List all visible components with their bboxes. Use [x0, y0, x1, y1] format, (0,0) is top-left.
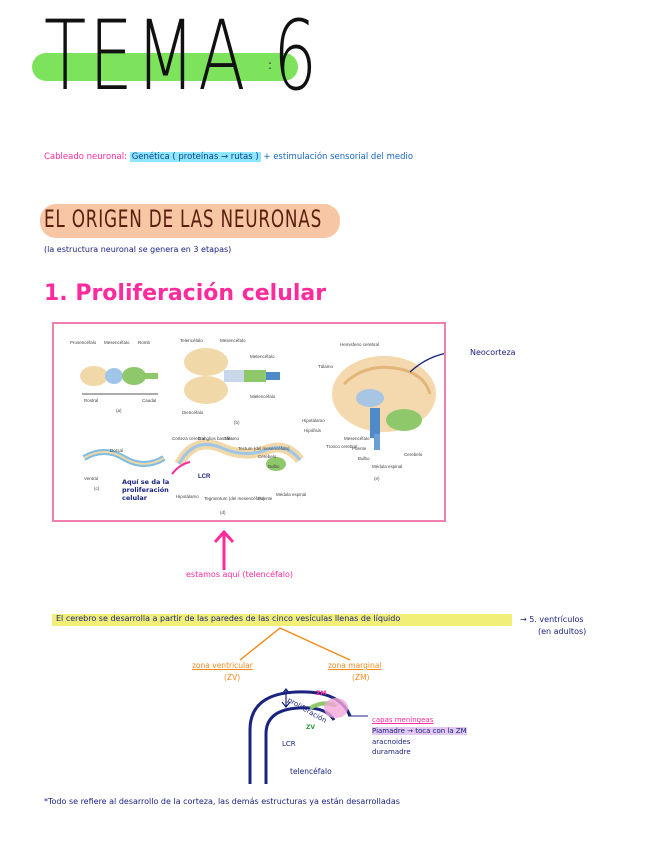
fig-label-mesencefalo-e: Mesencéfalo: [344, 436, 370, 441]
ventriculos-line1: → 5. ventrículos: [520, 615, 584, 624]
cableado-label: Cableado neuronal:: [44, 152, 127, 162]
cableado-line: Cableado neuronal: Genética ( proteínas …: [44, 152, 413, 162]
title-colon: :: [268, 58, 273, 72]
cerebro-highlight: [52, 614, 512, 626]
zona-ventricular-label: zona ventricular: [192, 661, 253, 670]
fig-label-a: (a): [116, 408, 122, 413]
fig-label-tronco: Tronco cerebral: [326, 444, 358, 449]
fig-label-puente-d: Puente: [258, 496, 273, 501]
page-title: TEMA 6: [44, 0, 321, 112]
fig-label-b: (b): [234, 420, 240, 425]
section1-heading: 1. Proliferación celular: [44, 281, 327, 306]
telencefalo-diagram: [248, 688, 368, 784]
fig-label-d: (d): [220, 510, 226, 515]
fig-label-caudal: Caudal: [142, 398, 157, 403]
fig-label-tectum: Tectum (del mesencéfalo): [238, 446, 290, 451]
estamos-aqui-note: estamos aquí (telencéfalo): [186, 570, 294, 579]
fig-label-dorsal: Dorsal: [110, 448, 124, 453]
fig-label-diencefalo: Diencéfalo: [182, 410, 204, 415]
fig-label-talamo-d: Tálamo: [224, 436, 240, 441]
fig-label-e: (e): [374, 476, 380, 481]
genetica-text: Genética ( proteínas → rutas ): [129, 152, 261, 162]
fig-label-metencefalo: Metencéfalo: [250, 354, 275, 359]
fig-lcr: LCR: [198, 474, 211, 480]
fig-label-telencefalo-b: Telencéfalo: [180, 338, 203, 343]
diagram-lcr: LCR: [282, 740, 296, 748]
zona-marginal-abbr: (ZM): [352, 673, 370, 682]
fig-label-medula-d: Médula espinal: [276, 492, 307, 497]
cableado-rest: + estimulación sensorial del medio: [263, 152, 414, 162]
diagram-telencefalo: telencéfalo: [290, 767, 332, 776]
title-highlight: [32, 53, 298, 81]
capas-meningeas: capas meníngeas: [372, 716, 434, 724]
neocorteza-label: Neocorteza: [470, 348, 516, 357]
fig-label-tegmentum: Tegmentum (del mesencéfalo): [204, 496, 265, 501]
fig-label-mesencefalo-b: Mesencéfalo: [220, 338, 246, 343]
fig-label-hemisferio: Hemisferio cerebral: [340, 342, 380, 347]
fig-label-c: (c): [94, 486, 100, 491]
ventriculos-line2: (en adultos): [538, 627, 587, 636]
fig-label-bulbo-d: Bulbo: [268, 464, 280, 469]
fig-aqui-note: Aquí se da la proliferación celular: [122, 478, 170, 502]
zona-ventricular-abbr: (ZV): [224, 673, 241, 682]
fig-label-hipotalamo-e: Hipotálamo: [302, 418, 325, 423]
fig-label-cerebelo-d: Cerebelo: [258, 454, 277, 459]
fig-label-hipofisis: Hipófisis: [304, 428, 322, 433]
fig-label-hipotalamo-d: Hipotálamo: [176, 494, 199, 499]
piamadre-text: Piamadre → toca con la ZM: [372, 727, 467, 735]
fig-label-puente-e: Puente: [352, 446, 367, 451]
fig-label-corteza: Corteza cerebral: [172, 436, 206, 441]
fig-label-romb: Romb: [138, 340, 151, 345]
fig-label-bulbo-e: Bulbo: [358, 456, 370, 461]
fig-label-ganglios: Ganglios basales: [198, 436, 233, 441]
cerebro-sentence: El cerebro se desarrolla a partir de las…: [56, 614, 401, 623]
piamadre-note: Piamadre → toca con la ZM: [372, 727, 467, 735]
ventriculos-note: → 5. ventrículos (en adultos): [520, 614, 586, 638]
fig-label-talamo-e: Tálamo: [318, 364, 334, 369]
diagram-zv: ZV: [306, 724, 315, 731]
zona-marginal-label: zona marginal: [328, 661, 382, 670]
brain-figure-svg: [80, 348, 467, 475]
fig-label-cerebelo-e: Cerebelo: [404, 452, 423, 457]
fig-label-rostral: Rostral: [84, 398, 99, 403]
fig-label-medula-e: Médula espinal: [372, 464, 403, 469]
footer-note: *Todo se refiere al desarrollo de la cor…: [44, 797, 400, 806]
aracnoides-label: aracnoides: [372, 738, 411, 746]
origin-heading: EL ORIGEN DE LAS NEURONAS: [44, 205, 323, 233]
arrow-up-icon: [213, 529, 235, 570]
branch-lines: [239, 627, 351, 661]
origin-highlight: [40, 204, 340, 238]
fig-label-mesencefalo-a: Mesencéfalo: [104, 340, 130, 345]
fig-label-mielencefalo: Mielencéfalo: [250, 394, 276, 399]
fig-label-prosencefalo: Prosencéfalo: [70, 340, 97, 345]
diagram-zm: ZM: [316, 690, 327, 697]
brain-development-figure: Prosencéfalo Mesencéfalo Romb Rostral Ca…: [52, 322, 467, 522]
fig-label-ventral: Ventral: [84, 476, 99, 481]
origin-subtitle: (la estructura neuronal se genera en 3 e…: [44, 245, 232, 254]
duramadre-label: duramadre: [372, 748, 411, 756]
